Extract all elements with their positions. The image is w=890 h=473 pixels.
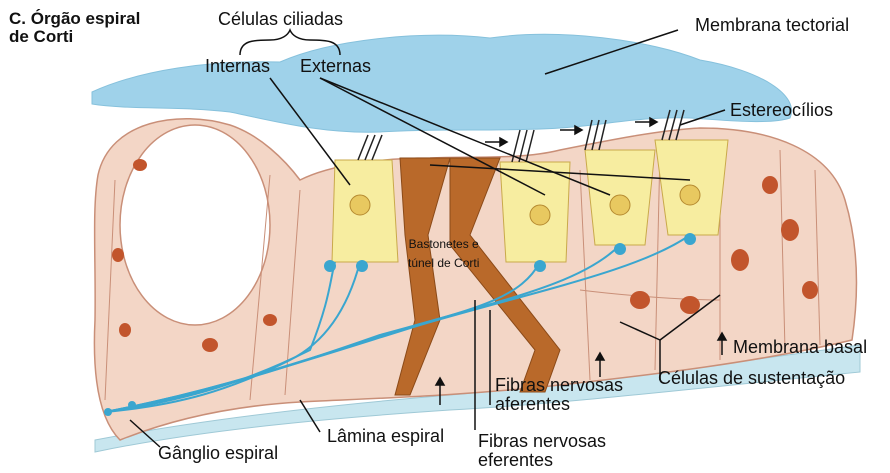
label-ganglio-espiral: Gânglio espiral [158,444,278,463]
figure-title-line1: C. Órgão espiral [9,10,140,28]
label-internas: Internas [205,57,270,76]
label-bastonetes-line1: Bastonetes e [408,238,479,251]
tectorial-membrane [92,34,792,132]
label-fibras-eferentes-line2: eferentes [478,451,606,470]
label-fibras-aferentes-line2: aferentes [495,395,623,414]
label-membrana-basal: Membrana basal [733,338,867,357]
label-membrana-tectorial: Membrana tectorial [695,16,849,35]
figure-title-line2: de Corti [9,28,140,46]
label-fibras-aferentes-line1: Fibras nervosas [495,376,623,395]
label-fibras-aferentes: Fibras nervosas aferentes [495,376,623,414]
label-bastonetes-line2: túnel de Corti [408,257,479,270]
label-lamina-espiral: Lâmina espiral [327,427,444,446]
label-celulas-ciliadas: Células ciliadas [218,10,343,29]
figure-title: C. Órgão espiral de Corti [9,10,140,46]
label-fibras-eferentes-line1: Fibras nervosas [478,432,606,451]
inner-sulcus [120,125,270,325]
label-estereocilios: Estereocílios [730,101,833,120]
label-bastonetes: Bastonetes e túnel de Corti [408,238,479,269]
outer-hair-cell-2 [585,150,655,245]
outer-hair-cell-3 [655,140,728,235]
label-fibras-eferentes: Fibras nervosas eferentes [478,432,606,470]
label-externas: Externas [300,57,371,76]
label-celulas-sustentacao: Células de sustentação [658,369,845,388]
